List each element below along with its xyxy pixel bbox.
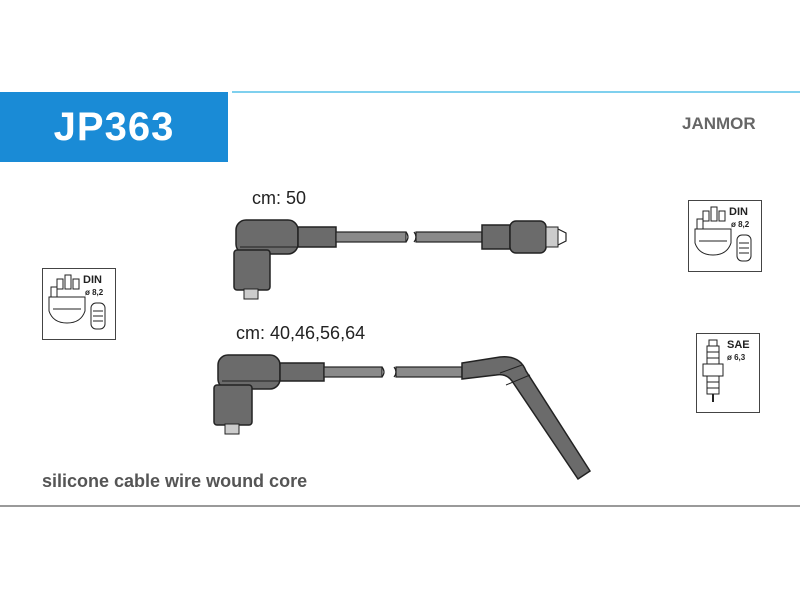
ignition-wires-illustration xyxy=(213,219,592,481)
terminal-icon xyxy=(736,234,752,262)
header-divider xyxy=(232,91,800,93)
badge-standard-right: DIN xyxy=(729,206,748,218)
badge-standard-sae: SAE xyxy=(727,339,750,351)
footer-divider xyxy=(0,505,800,507)
cable-description: silicone cable wire wound core xyxy=(42,471,308,491)
badge-diameter-right: ø 8,2 xyxy=(731,220,750,229)
distributor-din-badge-right: DIN ø 8,2 xyxy=(688,200,762,272)
wire-1-cable-right xyxy=(415,231,483,243)
badge-diameter-sae: ø 6,3 xyxy=(727,353,746,362)
wire-1-straight-boot xyxy=(481,220,567,254)
badge-diameter-left: ø 8,2 xyxy=(85,288,104,297)
wire-length-label-1: cm: 50 xyxy=(252,188,307,208)
part-code: JP363 xyxy=(53,104,175,149)
wire-1-angled-boot xyxy=(233,219,299,300)
distributor-din-badge-left: DIN ø 8,2 xyxy=(42,268,116,340)
terminal-icon xyxy=(90,302,106,330)
badge-standard-left: DIN xyxy=(83,274,102,286)
wire-2-cable-left xyxy=(323,366,383,378)
wire-2-cable-right xyxy=(395,366,463,378)
distributor-cap-icon xyxy=(48,274,86,324)
distributor-cap-icon xyxy=(694,206,732,256)
ignition-wire-2 xyxy=(213,354,592,481)
ignition-wire-1 xyxy=(233,219,567,300)
wire-1-collar xyxy=(297,226,337,248)
wire-length-label-2: cm: 40,46,56,64 xyxy=(236,323,366,343)
spark-plug-icon xyxy=(702,339,724,402)
wire-2-spark-plug-boot xyxy=(461,356,592,481)
wire-2-angled-boot xyxy=(213,354,281,435)
wire-1-cable-left xyxy=(335,231,407,243)
spark-plug-sae-badge: SAE ø 6,3 xyxy=(696,333,760,413)
brand-name: JANMOR xyxy=(682,114,756,133)
part-code-box: JP363 xyxy=(0,92,228,162)
wire-2-collar xyxy=(279,362,325,382)
